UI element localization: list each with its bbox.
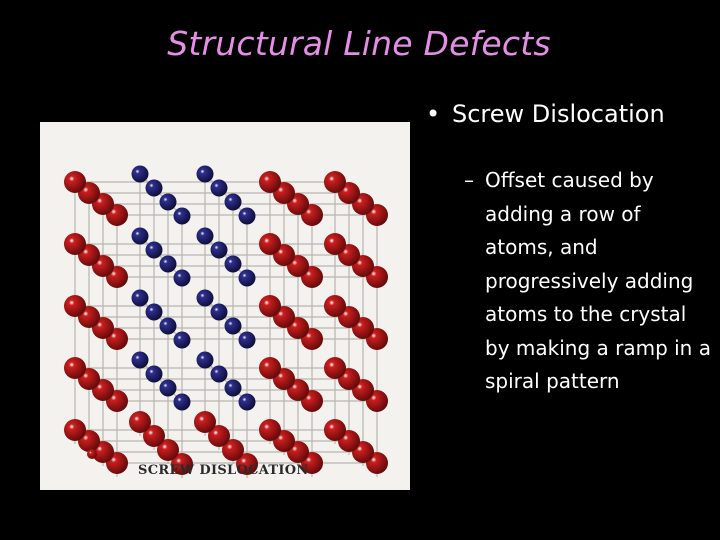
sub-bullet-text: Offset caused by adding a row of atoms, … bbox=[485, 168, 711, 393]
red-atom bbox=[208, 425, 230, 447]
blue-atom bbox=[173, 331, 191, 349]
lattice-rod bbox=[139, 297, 183, 341]
red-atom bbox=[324, 171, 346, 193]
blue-atom bbox=[238, 269, 256, 287]
blue-atom bbox=[173, 207, 191, 225]
blue-atom bbox=[196, 165, 214, 183]
blue-atom bbox=[238, 331, 256, 349]
blue-atom bbox=[224, 317, 242, 335]
bullet-screw-dislocation: • Screw Dislocation bbox=[426, 98, 716, 130]
blue-atom bbox=[210, 241, 228, 259]
red-atom bbox=[64, 357, 86, 379]
blue-atom bbox=[196, 289, 214, 307]
blue-atom bbox=[210, 303, 228, 321]
figure-caption: SCREW DISLOCATION bbox=[138, 463, 309, 478]
red-atom bbox=[157, 439, 179, 461]
blue-atom bbox=[224, 255, 242, 273]
blue-atom bbox=[159, 379, 177, 397]
red-atom bbox=[324, 419, 346, 441]
sub-bullet-marker: – bbox=[464, 168, 474, 192]
red-atom bbox=[259, 295, 281, 317]
blue-atom bbox=[131, 351, 149, 369]
red-atom bbox=[87, 449, 97, 459]
red-atom bbox=[222, 439, 244, 461]
red-atom bbox=[236, 453, 258, 475]
red-atom bbox=[259, 419, 281, 441]
bullet-text: Screw Dislocation bbox=[452, 100, 665, 128]
lattice-rod bbox=[139, 359, 183, 403]
red-atom bbox=[129, 411, 151, 433]
slide-title: Structural Line Defects bbox=[167, 24, 551, 63]
bullet-marker: • bbox=[426, 100, 441, 128]
sub-bullet: – Offset caused by adding a row of atoms… bbox=[464, 164, 712, 399]
blue-atom bbox=[238, 393, 256, 411]
red-atom bbox=[259, 233, 281, 255]
lattice-rod bbox=[204, 173, 248, 217]
blue-atom bbox=[224, 193, 242, 211]
lattice-rod bbox=[204, 297, 248, 341]
red-atom bbox=[259, 171, 281, 193]
lattice-rod bbox=[204, 235, 248, 279]
screw-dislocation-figure: SCREW DISLOCATION bbox=[40, 122, 410, 490]
red-atom bbox=[143, 425, 165, 447]
red-atom bbox=[324, 357, 346, 379]
red-atom bbox=[64, 233, 86, 255]
blue-atom bbox=[196, 351, 214, 369]
blue-atom bbox=[145, 303, 163, 321]
lattice-rod bbox=[139, 173, 183, 217]
lattice-atoms bbox=[64, 165, 388, 475]
red-atom bbox=[64, 171, 86, 193]
red-atom bbox=[259, 357, 281, 379]
blue-atom bbox=[131, 289, 149, 307]
blue-atom bbox=[159, 317, 177, 335]
blue-atom bbox=[131, 165, 149, 183]
blue-atom bbox=[238, 207, 256, 225]
blue-atom bbox=[210, 179, 228, 197]
blue-atom bbox=[196, 227, 214, 245]
blue-atom bbox=[173, 393, 191, 411]
red-atom bbox=[194, 411, 216, 433]
blue-atom bbox=[145, 365, 163, 383]
blue-atom bbox=[224, 379, 242, 397]
red-atom bbox=[64, 295, 86, 317]
red-atom bbox=[324, 233, 346, 255]
blue-atom bbox=[210, 365, 228, 383]
blue-atom bbox=[145, 179, 163, 197]
blue-atom bbox=[131, 227, 149, 245]
crystal-lattice-model bbox=[64, 165, 388, 478]
red-atom bbox=[64, 419, 86, 441]
lattice-rod bbox=[139, 235, 183, 279]
blue-atom bbox=[159, 193, 177, 211]
red-atom bbox=[171, 453, 193, 475]
red-atom bbox=[324, 295, 346, 317]
blue-atom bbox=[159, 255, 177, 273]
blue-atom bbox=[145, 241, 163, 259]
lattice-rod bbox=[204, 359, 248, 403]
blue-atom bbox=[173, 269, 191, 287]
